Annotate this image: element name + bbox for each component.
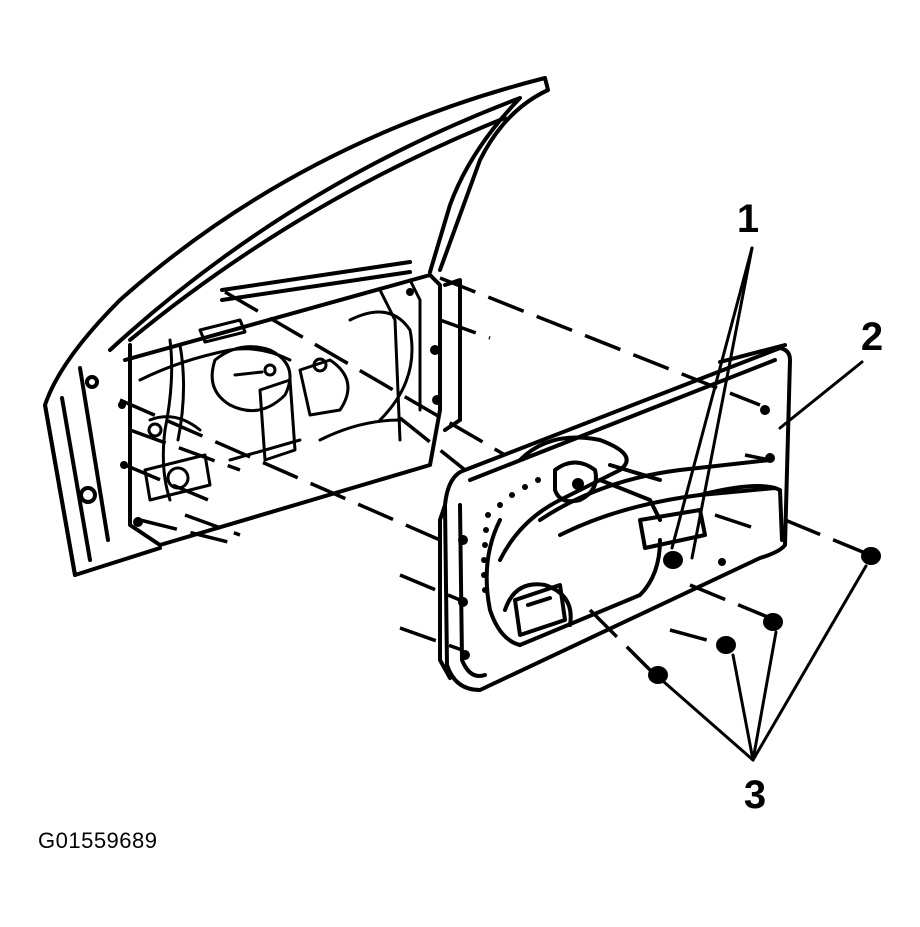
screw-3c	[716, 636, 736, 654]
callout-1: 1	[737, 197, 759, 241]
figure-id-label: G01559689	[38, 828, 158, 853]
alignment-lines	[119, 276, 871, 677]
screw-1	[663, 551, 683, 569]
callout-leaders	[662, 246, 868, 762]
callout-3: 3	[744, 773, 766, 817]
trim-panel-screws	[572, 478, 881, 684]
door-frame	[43, 76, 550, 577]
screw-3a	[861, 547, 881, 565]
panel-clip-dots	[458, 405, 775, 660]
screw-3b	[763, 613, 783, 631]
door-inner-mechanism	[138, 278, 422, 502]
screw-3d	[648, 666, 668, 684]
callout-2: 2	[861, 315, 883, 359]
